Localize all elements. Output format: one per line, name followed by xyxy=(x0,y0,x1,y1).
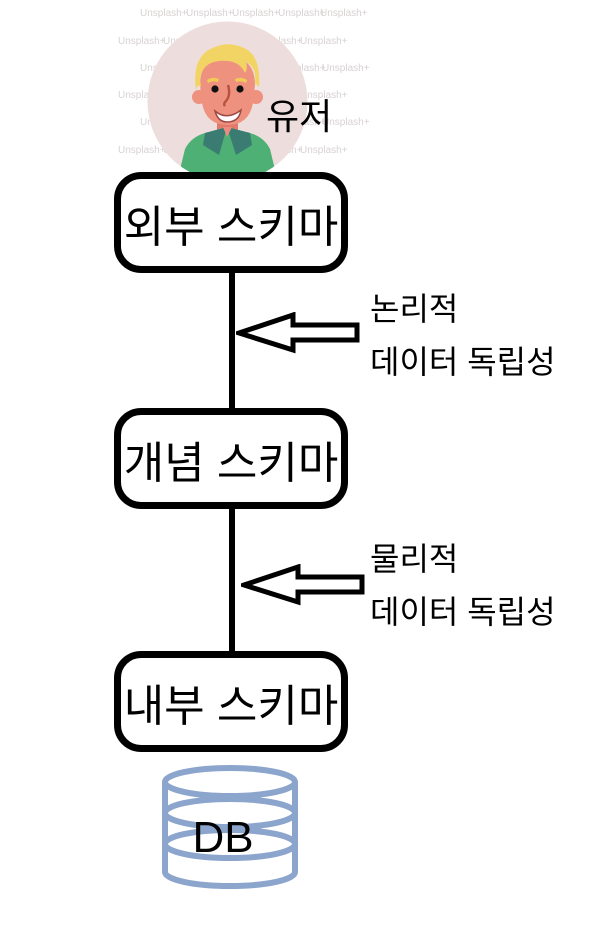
avatar-hair xyxy=(195,44,260,91)
connector-conceptual-internal xyxy=(229,506,235,654)
box-external-schema: 외부 스키마 xyxy=(114,172,348,273)
box-conceptual-schema-label: 개념 스키마 xyxy=(123,438,339,488)
cylinder-outline xyxy=(162,765,298,889)
stock-watermark-text: Unsplash+ xyxy=(278,8,326,19)
avatar-lapel-left xyxy=(203,127,227,155)
box-internal-schema: 내부 스키마 xyxy=(114,651,348,752)
stock-watermark-text: Unsplash+ xyxy=(186,8,234,19)
box-conceptual-schema: 개념 스키마 xyxy=(114,408,348,509)
annotation-line: 물리적 xyxy=(370,541,459,577)
avatar-face xyxy=(200,57,255,125)
annotation-physical-independence: 물리적 데이터 독립성 xyxy=(370,533,556,639)
left-block-arrow-icon xyxy=(236,312,360,354)
stock-watermark-text: Unsplash+ xyxy=(322,63,370,74)
database-cylinder-icon: DB xyxy=(162,765,298,889)
avatar-eye-right xyxy=(236,85,244,93)
box-external-schema-label: 외부 스키마 xyxy=(123,202,339,252)
avatar-eyebrow-left xyxy=(207,77,219,83)
db-label: DB xyxy=(192,813,253,862)
box-internal-schema-label: 내부 스키마 xyxy=(123,681,339,731)
annotation-line: 데이터 독립성 xyxy=(370,344,556,380)
avatar-lapel-right xyxy=(227,127,252,155)
left-block-arrow-icon xyxy=(241,564,365,606)
stock-watermark-text: Unsplash+ xyxy=(320,8,368,19)
annotation-logical-independence: 논리적 데이터 독립성 xyxy=(370,283,556,389)
user-label: 유저 xyxy=(266,96,333,137)
avatar-jacket xyxy=(177,127,278,182)
avatar-mouth xyxy=(213,108,243,123)
stock-watermark-text: Unsplash+ xyxy=(140,8,188,19)
user-avatar-icon xyxy=(147,21,308,182)
annotation-line: 논리적 xyxy=(370,291,459,327)
avatar-eye-left xyxy=(211,85,219,93)
stock-watermark-text: Unsplash+ xyxy=(232,8,280,19)
annotation-line: 데이터 독립성 xyxy=(370,594,556,630)
connector-external-conceptual xyxy=(229,270,235,412)
avatar-nose xyxy=(223,84,231,107)
avatar-eyebrow-right xyxy=(235,77,247,83)
avatar-collar xyxy=(223,127,232,137)
